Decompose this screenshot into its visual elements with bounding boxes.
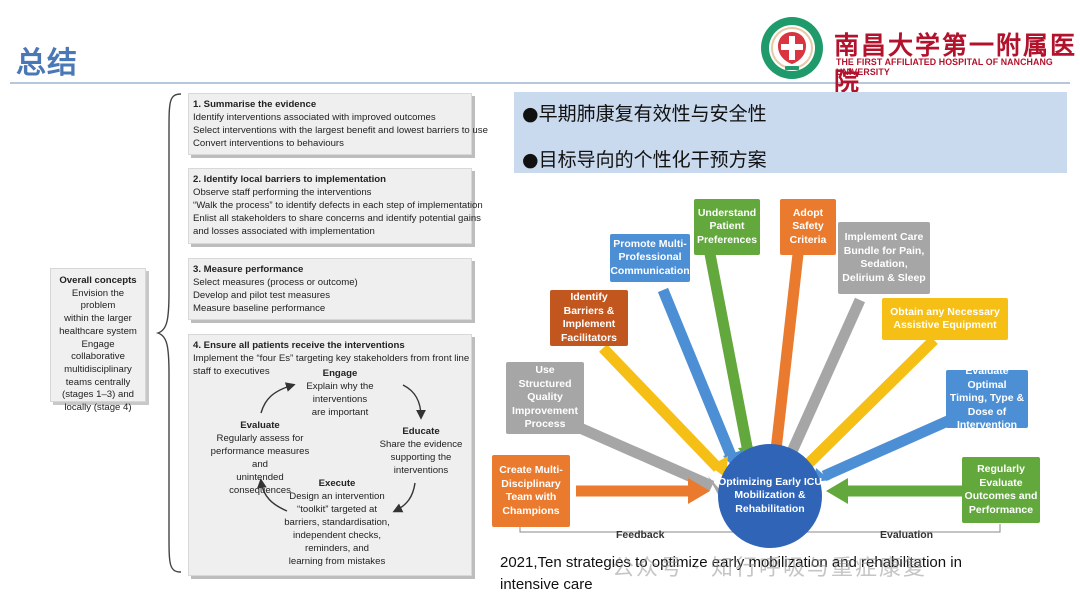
step-2-box: 2. Identify local barriers to implementa… [188, 168, 483, 244]
key-point: ●目标导向的个性化干预方案 [522, 149, 767, 171]
watermark-text: 公众号 · 知行呼吸与重症康复 [612, 556, 927, 581]
evaluation-label: Evaluation [880, 529, 934, 541]
execute-line: independent checks, [292, 530, 381, 541]
evaluate-block: Evaluate Regularly assess for performanc… [205, 419, 315, 497]
overall-line: Envision the problem [71, 287, 125, 312]
step-2-line: Enlist all stakeholders to share concern… [193, 213, 481, 224]
execute-block: Execute Design an intervention “toolkit”… [275, 477, 399, 568]
step-2-heading: 2. Identify local barriers to implementa… [193, 174, 386, 185]
step-1-line: Select interventions with the largest be… [193, 125, 488, 136]
citation-text: 2021,Ten strategies to optimize early mo… [500, 554, 962, 593]
educate-line: interventions [393, 465, 449, 476]
engage-line: are important [311, 407, 369, 418]
educate-line: Share the evidence [379, 439, 463, 450]
overall-line: within the larger [64, 313, 132, 325]
step-2-line: “Walk the process” to identify defects i… [193, 200, 483, 211]
hospital-name-cn: 南昌大学第一附属医院 [834, 31, 1078, 96]
step-3-line: Develop and pilot test measures [193, 290, 331, 301]
strategy-box: Identify Barriers & Implement Facilitato… [550, 290, 628, 346]
step-1-box: 1. Summarise the evidence Identify inter… [188, 93, 488, 155]
overall-line: healthcare system [59, 325, 137, 337]
key-points-panel: ●早期肺康复有效性与安全性 ●目标导向的个性化干预方案 [514, 92, 1067, 173]
step-1-line: Convert interventions to behaviours [193, 138, 344, 149]
educate-block: Educate Share the evidence supporting th… [373, 425, 469, 477]
execute-line: reminders, and [305, 543, 369, 554]
overall-heading: Overall concepts [59, 275, 137, 286]
evaluate-line: performance measures and [210, 446, 310, 470]
overall-line: (stages 1–3) and [62, 389, 134, 401]
execute-line: “toolkit” targeted at [297, 504, 377, 515]
slide-title: 总结 [16, 47, 78, 80]
step-3-heading: 3. Measure performance [193, 264, 304, 275]
step-1-heading: 1. Summarise the evidence [193, 99, 317, 110]
execute-heading: Execute [318, 478, 356, 489]
key-point: ●早期肺康复有效性与安全性 [522, 103, 767, 125]
strategy-box: Implement Care Bundle for Pain, Sedation… [838, 222, 930, 294]
engage-block: Engage Explain why the interventions are… [285, 367, 395, 419]
engage-line: Explain why the [306, 381, 374, 392]
hospital-seal-logo [761, 17, 823, 79]
evaluate-line: unintended consequences [229, 472, 291, 496]
step-2-line: Observe staff performing the interventio… [193, 187, 372, 198]
step-3-box: 3. Measure performance Select measures (… [188, 258, 472, 320]
step-4-line: staff to executives [193, 366, 270, 377]
strategy-box: Evaluate Optimal Timing, Type & Dose of … [946, 365, 1028, 431]
strategy-arrows [519, 252, 1001, 533]
educate-heading: Educate [402, 426, 440, 437]
overall-line: teams centrally [65, 376, 131, 388]
overall-line: locally (stage 4) [64, 402, 132, 414]
step-4-line: Implement the “four Es” targeting key st… [193, 353, 470, 364]
step-3-line: Select measures (process or outcome) [193, 277, 358, 288]
center-goal-circle: Optimizing Early ICU Mobilization & Reha… [718, 444, 822, 548]
overall-line: multidisciplinary [64, 363, 132, 375]
educate-line: supporting the [390, 452, 452, 463]
strategy-box: Obtain any Necessary Assistive Equipment [882, 298, 1008, 340]
step-4-box: 4. Ensure all patients receive the inter… [188, 334, 472, 576]
execute-line: barriers, standardisation, [284, 517, 390, 528]
step-4-heading: 4. Ensure all patients receive the inter… [193, 340, 405, 351]
hospital-name-en: THE FIRST AFFILIATED HOSPITAL OF NANCHAN… [836, 57, 1053, 77]
strategy-box: Promote Multi-Professional Communication [610, 234, 690, 282]
strategy-box: Regularly Evaluate Outcomes and Performa… [962, 457, 1040, 523]
execute-line: Design an intervention [289, 491, 385, 502]
step-1-line: Identify interventions associated with i… [193, 112, 436, 123]
engage-line: interventions [312, 394, 368, 405]
step-2-line: and losses associated with implementatio… [193, 226, 375, 237]
evaluate-line: Regularly assess for [216, 433, 304, 444]
overall-line: Engage collaborative [71, 338, 125, 363]
engage-heading: Engage [322, 368, 358, 379]
curly-brace [155, 93, 182, 573]
evaluate-heading: Evaluate [240, 420, 280, 431]
feedback-label: Feedback [616, 529, 665, 541]
overall-concepts-box: Overall concepts Envision the problem wi… [50, 268, 146, 413]
step-3-line: Measure baseline performance [193, 303, 326, 314]
four-es-cycle-arrows [257, 382, 426, 513]
header-divider [10, 82, 1070, 84]
strategy-box: Understand Patient Preferences [694, 199, 760, 255]
strategy-box: Use Structured Quality Improvement Proce… [506, 362, 584, 434]
strategy-box: Adopt Safety Criteria [780, 199, 836, 255]
strategy-box: Create Multi-Disciplinary Team with Cham… [492, 455, 570, 527]
execute-line: learning from mistakes [288, 556, 386, 567]
